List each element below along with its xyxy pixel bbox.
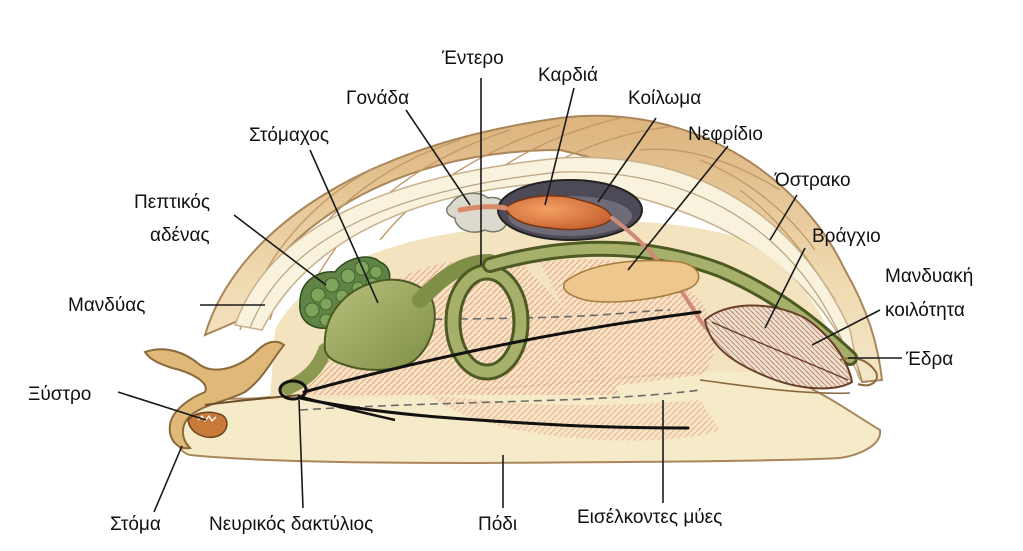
label-neurikos: Νευρικός δακτύλιος — [209, 514, 373, 535]
label-ostrako: Όστρακο — [774, 170, 851, 191]
label-koiloma: Κοίλωμα — [628, 88, 701, 109]
label-stomachos: Στόμαχος — [249, 125, 329, 146]
shell — [203, 114, 884, 384]
label-xystro: Ξύστρο — [28, 384, 91, 405]
label-kardia: Καρδιά — [538, 65, 598, 86]
gill — [703, 304, 854, 390]
label-peptikos-line1: Πεπτικός — [134, 192, 210, 213]
label-mandyaki-line1: Μανδυακή — [885, 266, 973, 287]
label-mandyas: Μανδύας — [68, 295, 145, 316]
nerve-system — [278, 310, 702, 430]
nephridium — [563, 259, 700, 303]
label-peptikos-line2: αδένας — [150, 225, 210, 246]
label-stoma: Στόμα — [110, 514, 161, 535]
label-gonada: Γονάδα — [346, 88, 409, 109]
label-podi: Πόδι — [478, 514, 517, 535]
gonad — [445, 192, 508, 233]
label-entero: Έντερο — [441, 48, 504, 69]
labels: Έντερο Καρδιά Γονάδα Κοίλωμα Στόμαχος Νε… — [28, 48, 973, 535]
label-eiselkontes: Εισέλκοντες μύες — [577, 507, 722, 528]
head-region — [143, 340, 301, 450]
label-nefridio: Νεφρίδιο — [688, 124, 763, 145]
label-vragchio: Βράγχιο — [812, 226, 881, 247]
label-mandyaki-line2: κοιλότητα — [885, 300, 965, 321]
leader-lines — [117, 78, 902, 513]
label-edra: Έδρα — [905, 349, 953, 370]
